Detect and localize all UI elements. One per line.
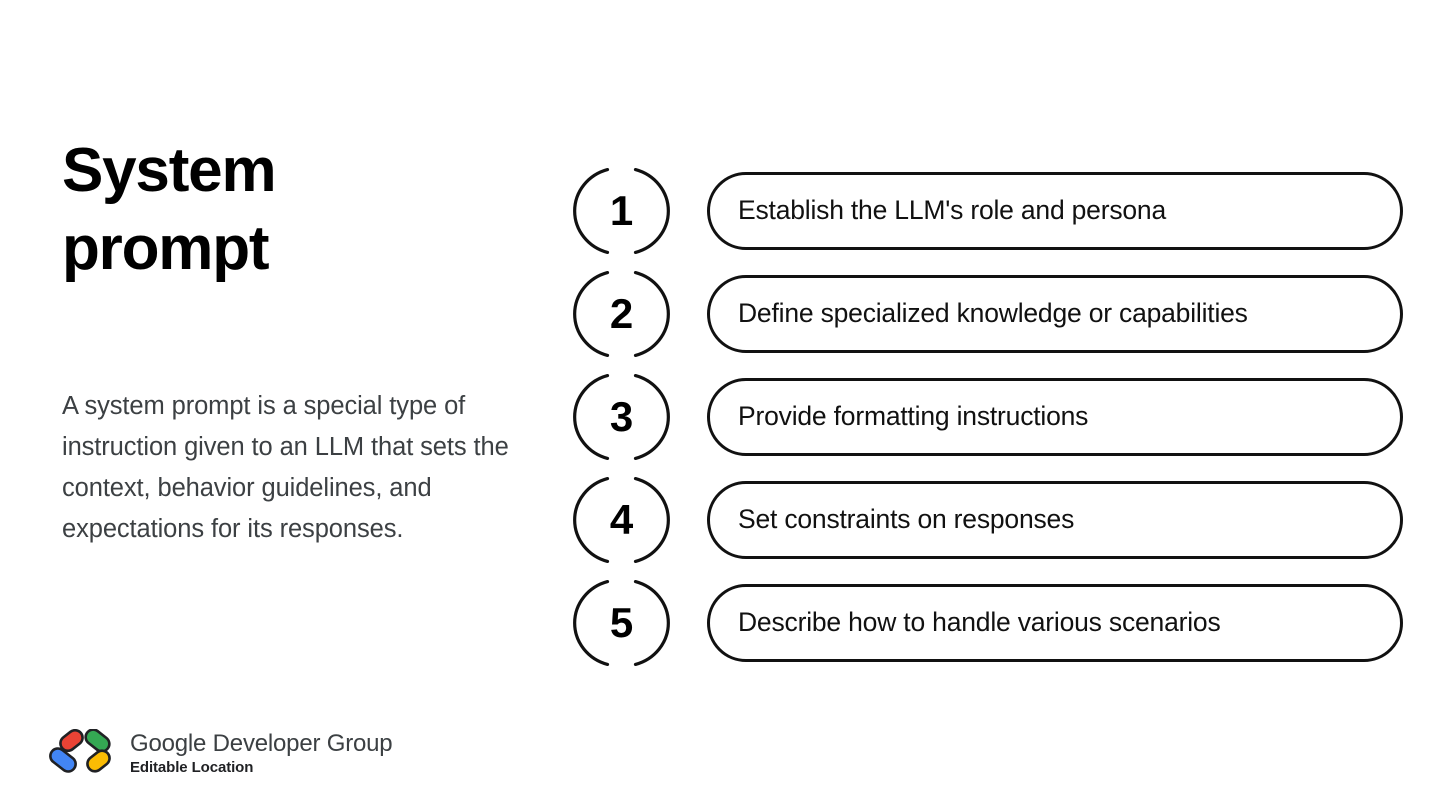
broken-circle-icon [573, 271, 670, 357]
step-pill-label: Set constraints on responses [738, 504, 1075, 535]
broken-circle-icon [573, 374, 670, 460]
page-title: System prompt [62, 136, 277, 283]
step-number-label: 1 [609, 187, 634, 234]
list-item[interactable]: 4 Set constraints on responses [573, 475, 1403, 565]
list-item[interactable]: 2 Define specialized knowledge or capabi… [573, 269, 1403, 359]
step-number-badge: 1 [573, 166, 670, 256]
list-item[interactable]: 5 Describe how to handle various scenari… [573, 578, 1403, 668]
step-number-badge: 3 [573, 372, 670, 462]
steps-list: 1 Establish the LLM's role and persona 2… [573, 166, 1403, 668]
step-number-label: 3 [609, 393, 634, 440]
step-pill-label: Define specialized knowledge or capabili… [738, 298, 1248, 329]
step-pill-label: Establish the LLM's role and persona [738, 195, 1167, 226]
step-pill[interactable]: Establish the LLM's role and persona [707, 172, 1403, 250]
gdg-org-name: Google Developer Group [130, 729, 393, 757]
step-number-badge: 2 [573, 269, 670, 359]
left-column: System prompt [62, 132, 532, 287]
step-number-badge: 4 [573, 475, 670, 565]
footer-branding: Google Developer Group Editable Location [48, 729, 393, 779]
list-item[interactable]: 3 Provide formatting instructions [573, 372, 1403, 462]
step-pill[interactable]: Provide formatting instructions [707, 378, 1403, 456]
step-pill[interactable]: Describe how to handle various scenarios [707, 584, 1403, 662]
broken-circle-icon [573, 580, 670, 666]
step-number-label: 5 [609, 599, 634, 646]
step-pill[interactable]: Define specialized knowledge or capabili… [707, 275, 1403, 353]
step-pill[interactable]: Set constraints on responses [707, 481, 1403, 559]
gdg-logo-icon [49, 729, 111, 773]
step-number-badge: 5 [573, 578, 670, 668]
step-number-label: 2 [609, 290, 634, 337]
step-pill-label: Describe how to handle various scenarios [738, 607, 1221, 638]
gdg-chapter-name: Editable Location [130, 758, 254, 776]
step-pill-label: Provide formatting instructions [738, 401, 1089, 432]
broken-circle-icon [573, 168, 670, 254]
broken-circle-icon [573, 477, 670, 563]
step-number-label: 4 [609, 496, 634, 543]
list-item[interactable]: 1 Establish the LLM's role and persona [573, 166, 1403, 256]
slide-description: A system prompt is a special type of ins… [62, 391, 509, 543]
gdg-text-block: Google Developer Group Editable Location [130, 729, 393, 778]
